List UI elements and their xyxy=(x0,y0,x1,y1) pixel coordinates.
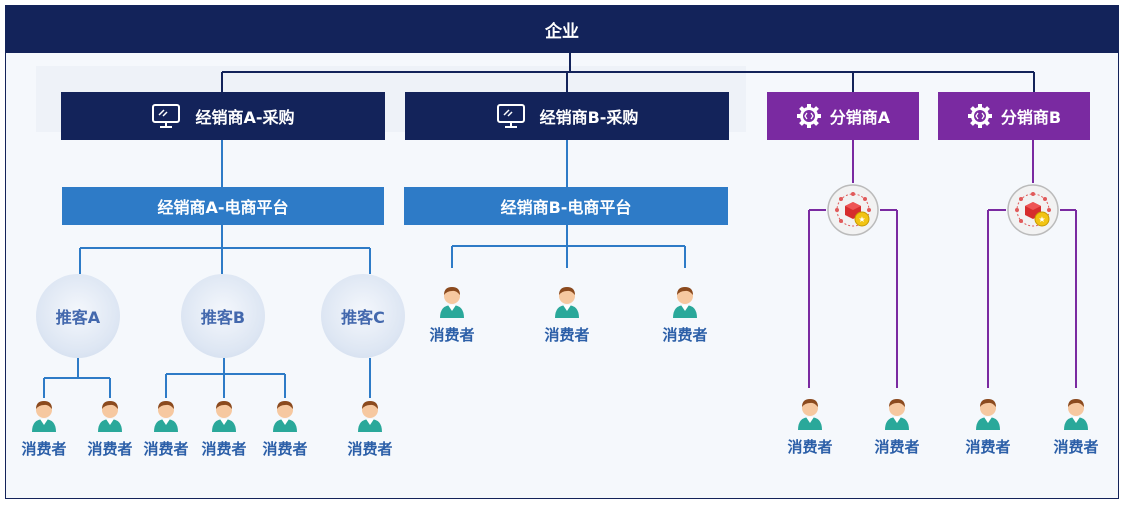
consumer-label: 消费者 xyxy=(143,440,189,458)
consumer-node: 消费者 xyxy=(9,398,79,459)
person-icon xyxy=(437,284,467,322)
person-icon xyxy=(1061,396,1091,434)
svg-text:★: ★ xyxy=(1038,215,1045,224)
enterprise-header: 企业 xyxy=(5,5,1119,53)
consumer-node: 消费者 xyxy=(775,396,845,457)
consumer-node: 消费者 xyxy=(532,284,602,345)
consumer-node: 消费者 xyxy=(131,398,201,459)
person-icon xyxy=(552,284,582,322)
person-icon xyxy=(670,284,700,322)
distributor-a-label: 分销商A xyxy=(829,108,891,127)
network-hub-icon: ★ xyxy=(826,183,880,237)
consumer-node: 消费者 xyxy=(335,398,405,459)
consumer-label: 消费者 xyxy=(1053,438,1099,456)
person-icon xyxy=(209,398,239,436)
person-icon xyxy=(973,396,1003,434)
person-icon xyxy=(29,398,59,436)
distributor-b-label: 分销商B xyxy=(1000,108,1062,127)
consumer-label: 消费者 xyxy=(262,440,308,458)
consumer-node: 消费者 xyxy=(953,396,1023,457)
platform-b-label: 经销商B-电商平台 xyxy=(500,198,632,217)
promoter-b: 推客B xyxy=(181,274,265,358)
consumer-label: 消费者 xyxy=(87,440,133,458)
consumer-label: 消费者 xyxy=(787,438,833,456)
consumer-node: 消费者 xyxy=(417,284,487,345)
consumer-node: 消费者 xyxy=(250,398,320,459)
consumer-node: 消费者 xyxy=(189,398,259,459)
gear-code-icon xyxy=(967,103,993,129)
platform-a-label: 经销商A-电商平台 xyxy=(157,198,289,217)
dealer-a-procurement: 经销商A-采购 xyxy=(61,92,385,140)
dealer-b-label: 经销商B-采购 xyxy=(539,108,639,127)
consumer-label: 消费者 xyxy=(965,438,1011,456)
person-icon xyxy=(882,396,912,434)
consumer-label: 消费者 xyxy=(544,326,590,344)
consumer-label: 消费者 xyxy=(429,326,475,344)
dealer-a-label: 经销商A-采购 xyxy=(195,108,295,127)
svg-text:★: ★ xyxy=(858,215,865,224)
consumer-node: 消费者 xyxy=(862,396,932,457)
promoter-a: 推客A xyxy=(36,274,120,358)
consumer-label: 消费者 xyxy=(21,440,67,458)
consumer-label: 消费者 xyxy=(874,438,920,456)
consumer-node: 消费者 xyxy=(75,398,145,459)
dealer-a-ecommerce-platform: 经销商A-电商平台 xyxy=(62,187,384,225)
distributor-a: 分销商A xyxy=(767,92,919,140)
network-hub-icon: ★ xyxy=(1006,183,1060,237)
person-icon xyxy=(355,398,385,436)
consumer-label: 消费者 xyxy=(347,440,393,458)
distributor-b: 分销商B xyxy=(938,92,1090,140)
consumer-label: 消费者 xyxy=(662,326,708,344)
promoter-c: 推客C xyxy=(321,274,405,358)
person-icon xyxy=(95,398,125,436)
person-icon xyxy=(270,398,300,436)
consumer-label: 消费者 xyxy=(201,440,247,458)
monitor-icon xyxy=(151,103,181,129)
person-icon xyxy=(795,396,825,434)
dealer-b-ecommerce-platform: 经销商B-电商平台 xyxy=(404,187,728,225)
monitor-icon xyxy=(496,103,526,129)
gear-code-icon xyxy=(796,103,822,129)
consumer-node: 消费者 xyxy=(650,284,720,345)
dealer-b-procurement: 经销商B-采购 xyxy=(405,92,729,140)
person-icon xyxy=(151,398,181,436)
consumer-node: 消费者 xyxy=(1041,396,1111,457)
